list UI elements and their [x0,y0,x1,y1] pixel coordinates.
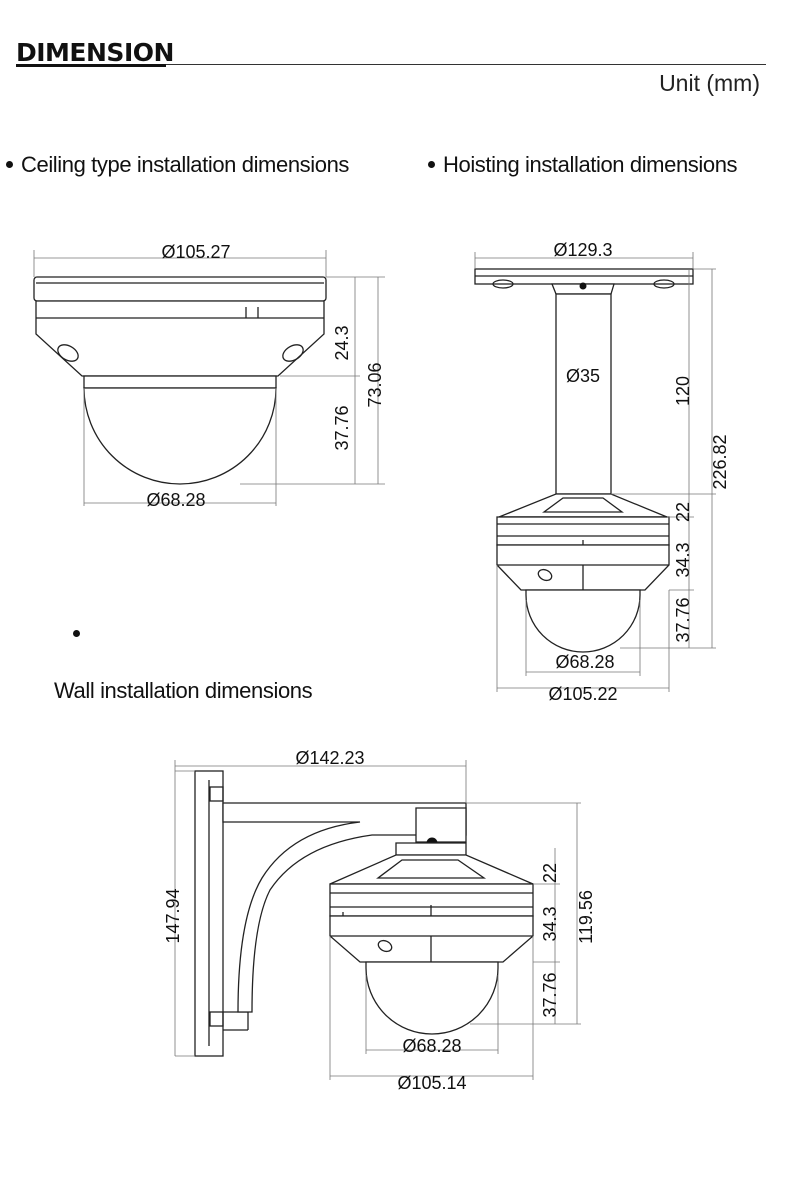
wall-dome-height: 37.76 [540,972,560,1017]
hoisting-pole [555,293,612,495]
ceiling-dome-height: 37.76 [332,405,352,450]
bullet-icon [428,160,435,168]
hoisting-plate-diameter: Ø129.3 [553,240,612,260]
ceiling-dome-diameter: Ø68.28 [146,490,205,510]
ceiling-base-rim [33,276,327,302]
screw-hole [537,568,553,582]
wall-arm-length: Ø142.23 [295,748,364,768]
wall-base-height: 34.3 [540,906,560,941]
wall-arm [222,802,467,1013]
hoisting-dome-height: 37.76 [673,597,693,642]
section-ceiling-label: Ceiling type installation dimensions [21,152,350,177]
header-divider [166,64,766,65]
screw-hole [377,939,393,953]
hoisting-base-height: 34.3 [673,542,693,577]
ceiling-top-diameter: Ø105.27 [161,242,230,262]
hoisting-camera-drawing: Ø129.3 Ø35 Ø68.28 Ø105.22 120 22 34.3 37… [474,240,730,704]
ceiling-base-height: 24.3 [332,325,352,360]
wall-camera-drawing: Ø142.23 147.94 22 34.3 37.76 119.56 Ø68.… [163,748,596,1093]
wall-body-diameter: Ø105.14 [397,1073,466,1093]
hoisting-dome [525,589,641,653]
ceiling-dome [83,387,277,485]
ceiling-camera-drawing: Ø105.27 Ø68.28 24.3 37.76 73.06 [33,242,385,510]
bullet-icon [6,160,13,168]
hoisting-pole-length: 120 [673,376,693,406]
hoisting-adapter-height: 22 [673,502,693,522]
wall-total-height: 119.56 [576,890,596,944]
screw-hole [282,344,304,362]
cable-hole-icon [579,282,587,290]
wall-dome-diameter: Ø68.28 [402,1036,461,1056]
title-underline [16,64,166,67]
section-hoisting-label: Hoisting installation dimensions [443,152,738,177]
wall-adapter-height: 22 [540,863,560,883]
ceiling-housing [35,300,325,377]
hoisting-body-diameter: Ø105.22 [548,684,617,704]
ceiling-dome-ring [83,375,277,389]
screw-hole [492,279,514,289]
wall-dome [365,961,499,1035]
section-hoisting-heading: Hoisting installation dimensions [428,152,738,178]
ceiling-total-height: 73.06 [365,362,385,407]
section-ceiling-heading: Ceiling type installation dimensions [6,152,349,178]
page-title: DIMENSION [16,38,174,67]
bullet-icon [73,630,80,637]
hoisting-pole-diameter: Ø35 [566,366,600,386]
wall-plate-height: 147.94 [163,888,183,943]
screw-hole [653,279,675,289]
unit-label: Unit (mm) [659,70,760,96]
hoisting-total-height: 226.82 [710,434,730,489]
section-wall-label: Wall installation dimensions [54,678,313,703]
screw-hole [57,344,79,362]
hoisting-dome-diameter: Ø68.28 [555,652,614,672]
